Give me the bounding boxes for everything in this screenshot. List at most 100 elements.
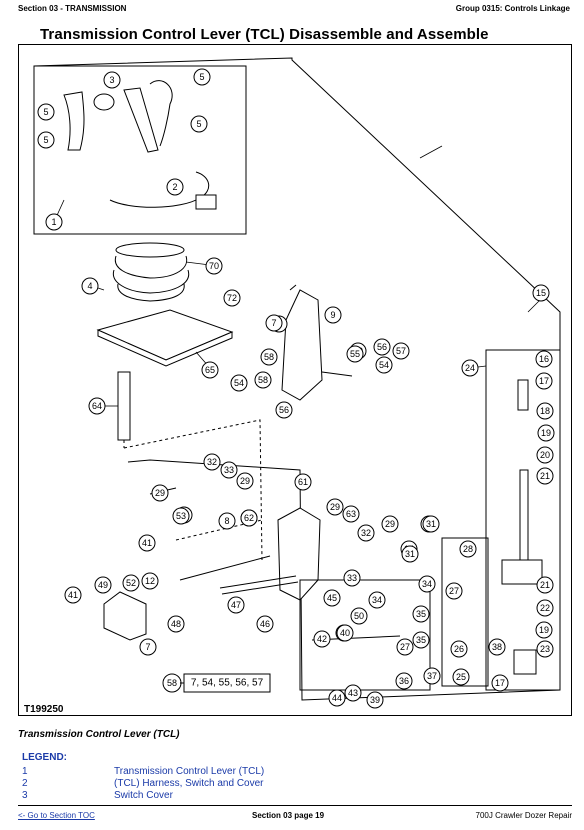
callout-bubble — [227, 596, 245, 614]
callout-bubble — [537, 424, 555, 442]
callout-number: 58 — [258, 375, 268, 385]
callout-bubble — [122, 574, 140, 592]
callout-bubble — [265, 314, 283, 332]
callout-number: 23 — [540, 644, 550, 654]
callout-number: 35 — [416, 609, 426, 619]
callout-bubble — [138, 534, 156, 552]
exploded-view-figure — [18, 44, 572, 716]
callout-number: 50 — [354, 611, 364, 621]
callout-number: 70 — [209, 261, 219, 271]
callout-number: 36 — [399, 676, 409, 686]
callout-bubble — [535, 372, 553, 390]
page-number: Section 03 page 19 — [252, 811, 325, 820]
callout-bubble — [344, 684, 362, 702]
callout-number: 22 — [540, 603, 550, 613]
callout-number: 4 — [87, 281, 92, 291]
callout-number: 27 — [449, 586, 459, 596]
callout-bubble — [141, 572, 159, 590]
callout-bubble — [275, 401, 293, 419]
figure-caption: Transmission Control Lever (TCL) — [18, 729, 180, 740]
callout-number: 63 — [346, 509, 356, 519]
callout-bubble — [45, 213, 63, 231]
callout-number: 21 — [540, 580, 550, 590]
callout-number: 39 — [370, 695, 380, 705]
callout-bubble — [167, 615, 185, 633]
callout-number: 40 — [340, 628, 350, 638]
callout-bubble — [190, 115, 208, 133]
callout-bubble — [536, 599, 554, 617]
callout-number: 9 — [330, 310, 335, 320]
callout-number: 5 — [43, 107, 48, 117]
callout-number: 5 — [43, 135, 48, 145]
callout-bubble — [381, 515, 399, 533]
callout-number: 21 — [540, 471, 550, 481]
callout-bubble — [532, 284, 550, 302]
callout-bubble — [260, 348, 278, 366]
section-toc-link[interactable]: <- Go to Section TOC — [18, 811, 95, 820]
callout-bubble — [375, 356, 393, 374]
callout-bubble — [346, 345, 364, 363]
callout-number: 5 — [199, 72, 204, 82]
callout-bubble — [395, 672, 413, 690]
callout-number: 31 — [426, 519, 436, 529]
callout-bubble — [37, 131, 55, 149]
callout-number: 35 — [416, 635, 426, 645]
callout-number: 27 — [400, 642, 410, 652]
callout-number: 65 — [205, 365, 215, 375]
callout-bubble — [223, 289, 241, 307]
callout-bubble — [536, 402, 554, 420]
callout-bubble — [218, 512, 236, 530]
callout-bubble — [392, 342, 410, 360]
callout-number: 32 — [207, 457, 217, 467]
callout-bubble — [357, 524, 375, 542]
callout-number: 56 — [377, 342, 387, 352]
callout-number: 52 — [126, 578, 136, 588]
callout-bubble — [450, 640, 468, 658]
manual-title: 700J Crawler Dozer Repair — [475, 811, 572, 820]
callout-bubble — [459, 540, 477, 558]
callout-bubble — [452, 668, 470, 686]
callout-number: 7 — [271, 318, 276, 328]
callout-bubble — [342, 505, 360, 523]
callout-bubble — [324, 306, 342, 324]
callout-bubble — [445, 582, 463, 600]
legend-title: LEGEND: — [22, 752, 67, 763]
callout-number: 54 — [379, 360, 389, 370]
callout-bubble — [418, 575, 436, 593]
callout-bubble — [103, 71, 121, 89]
callout-number: 58 — [264, 352, 274, 362]
callout-bubble — [236, 472, 254, 490]
callout-bubble — [172, 507, 190, 525]
callout-bubble — [396, 638, 414, 656]
callout-bubble — [88, 397, 106, 415]
callout-bubble — [412, 605, 430, 623]
callout-bubble — [536, 467, 554, 485]
callout-number: 48 — [171, 619, 181, 629]
legend-item-number: 1 — [22, 766, 28, 777]
callout-number: 64 — [92, 401, 102, 411]
callout-bubble — [368, 591, 386, 609]
callout-bubble — [256, 615, 274, 633]
callout-bubble — [326, 498, 344, 516]
callout-number: 5 — [196, 119, 201, 129]
callout-number: 42 — [317, 634, 327, 644]
callout-bubble — [535, 350, 553, 368]
callout-number: 72 — [227, 293, 237, 303]
callout-number: 20 — [540, 450, 550, 460]
callout-number: 43 — [348, 688, 358, 698]
callout-bubble — [536, 640, 554, 658]
callout-bubble — [491, 674, 509, 692]
reference-label: 7, 54, 55, 56, 57 — [191, 678, 264, 689]
figure-id: T199250 — [24, 704, 64, 715]
callout-number: 18 — [540, 406, 550, 416]
callout-bubble — [166, 178, 184, 196]
callout-number: 53 — [176, 511, 186, 521]
callout-number: 15 — [536, 288, 546, 298]
callout-bubble — [366, 691, 384, 709]
legend-item-text: Switch Cover — [114, 790, 173, 801]
callout-number: 44 — [332, 693, 342, 703]
callout-number: 17 — [495, 678, 505, 688]
callout-bubble — [254, 371, 272, 389]
